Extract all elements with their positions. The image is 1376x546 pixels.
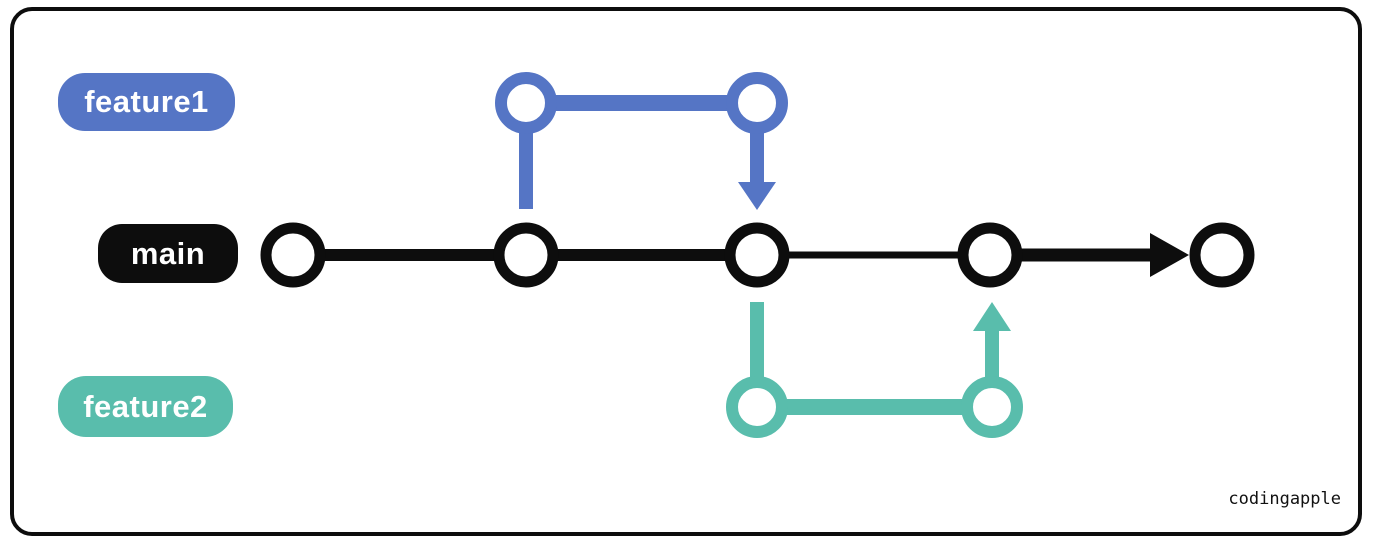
- feature1-merge-arrowhead-down: [738, 182, 776, 210]
- feature1-commit-node-2: [726, 72, 788, 134]
- frame-border: [10, 7, 1362, 536]
- feature1-label-text: feature1: [84, 84, 209, 119]
- feature2-branch-label: feature2: [58, 376, 233, 437]
- main-commit-node-1: [260, 222, 326, 288]
- feature1-branch: [495, 72, 788, 210]
- feature2-branch: [726, 302, 1023, 438]
- main-commit-node-3: [724, 222, 790, 288]
- watermark-text: codingapple: [1228, 489, 1341, 509]
- main-label-text: main: [130, 235, 206, 271]
- main-arrowhead-right: [1150, 233, 1189, 277]
- feature2-merge-arrowhead-up: [973, 302, 1011, 331]
- feature2-label-text: feature2: [83, 388, 208, 424]
- main-commit-node-4: [957, 222, 1023, 288]
- main-commit-node-5: [1189, 222, 1255, 288]
- feature1-branch-label: feature1: [58, 73, 235, 131]
- feature1-commit-node-1: [495, 72, 557, 134]
- feature2-commit-node-2: [961, 376, 1023, 438]
- main-branch: [260, 222, 1255, 288]
- main-commit-node-2: [493, 222, 559, 288]
- feature2-commit-node-1: [726, 376, 788, 438]
- main-branch-label: main: [98, 224, 238, 283]
